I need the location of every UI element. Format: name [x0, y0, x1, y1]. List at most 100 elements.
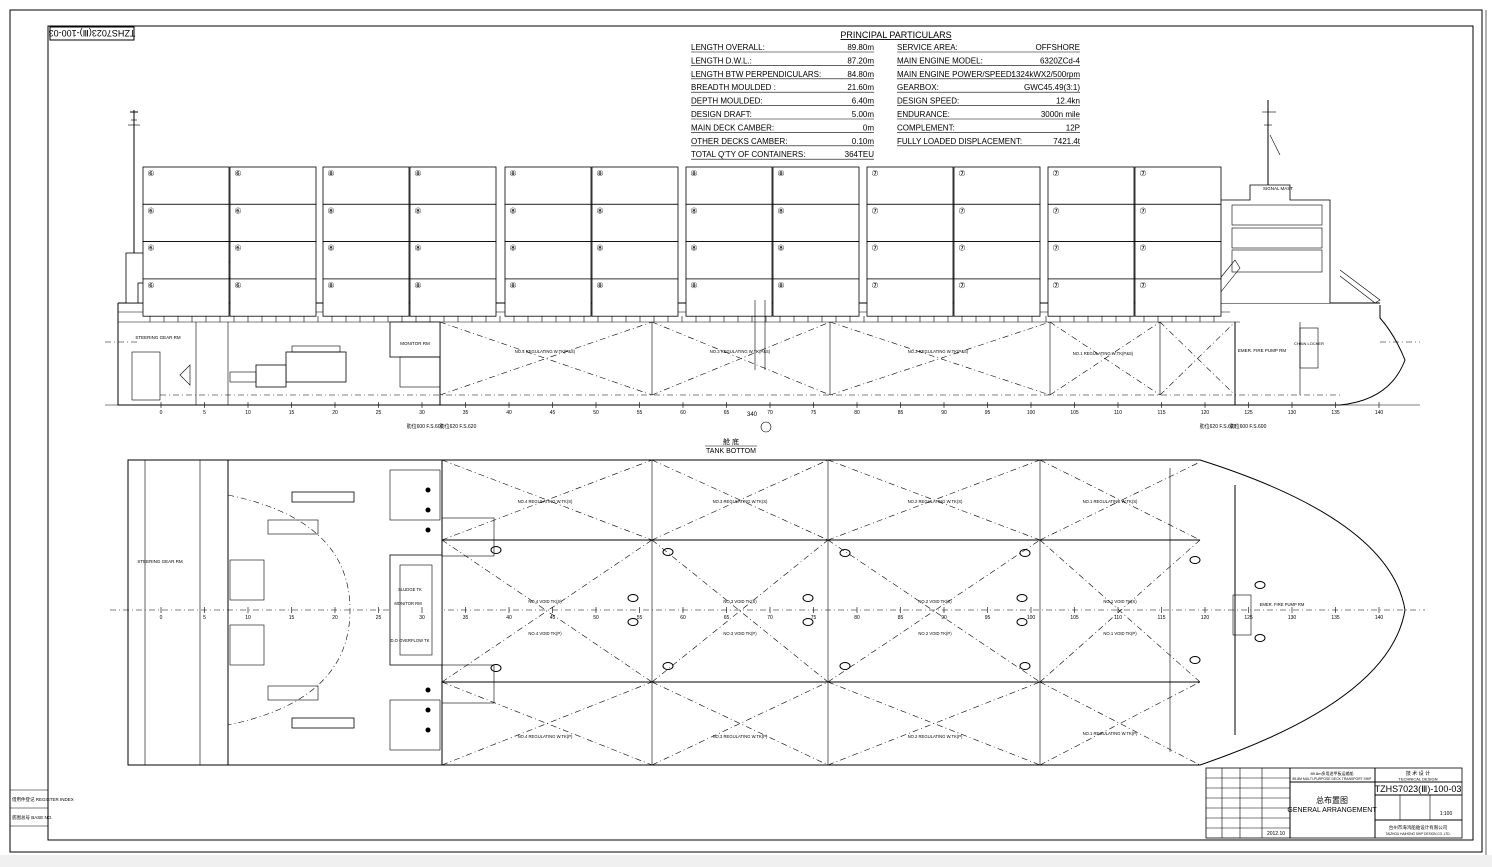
profile-chain-locker-label: CHAIN LOCKER	[1294, 341, 1324, 346]
particular-label: MAIN DECK CAMBER:	[691, 123, 774, 132]
svg-text:SIGNAL MAST: SIGNAL MAST	[1263, 186, 1293, 191]
container-tier-mark: ⑦	[871, 169, 878, 178]
container-bay	[685, 203, 773, 243]
manhole	[802, 618, 814, 626]
bulkhead-note-aft-1: 肋位600 F.S.600	[407, 423, 444, 430]
frame-number: 5	[203, 410, 206, 416]
container-tier-mark: ⑧	[777, 169, 784, 178]
manhole	[1016, 594, 1028, 602]
particular-label: COMPLEMENT:	[897, 123, 955, 132]
container-tier-mark: ⑥	[234, 206, 241, 215]
container-bay	[229, 278, 317, 317]
frame-number: 135	[1331, 615, 1340, 621]
container-tier-mark: ⑧	[509, 206, 516, 215]
container-tier-mark: ⑦	[958, 169, 965, 178]
tb-stage-cn: 技 术 设 计	[1406, 770, 1430, 777]
manhole	[490, 546, 502, 554]
container-bay	[409, 203, 497, 243]
frame-number: 95	[985, 410, 991, 416]
tb-company-en: TAIZHOU HAIHONG SHIP DESIGN CO.,LTD.	[1386, 832, 1451, 836]
frame-number: 55	[637, 615, 643, 621]
particular-value: 89.80m	[847, 43, 874, 52]
container-bay	[772, 241, 860, 280]
particular-value: GWC45.49(3:1)	[1024, 83, 1080, 92]
frame-number: 90	[941, 410, 947, 416]
particular-value: 0m	[863, 123, 874, 132]
particular-label: LENGTH OVERALL:	[691, 43, 765, 52]
container-tier-mark: ⑧	[509, 244, 516, 253]
container-bay	[229, 203, 317, 243]
container-stacks: ⑥⑥⑥⑥⑥⑥⑥⑥⑧⑧⑧⑧⑧⑧⑧⑧⑧⑧⑧⑧⑧⑧⑧⑧⑧⑧⑧⑧⑧⑧⑧⑧⑦⑦⑦⑦⑦⑦⑦⑦…	[142, 166, 1222, 322]
container-tier-mark: ⑥	[234, 281, 241, 290]
main-engine-starboard	[285, 351, 347, 383]
frame-number: 100	[1027, 410, 1036, 416]
plan-reg4p: NO.4 REGULATING W.TK(P)	[518, 734, 573, 739]
frame-number: 130	[1288, 615, 1297, 621]
container-tier-mark: ⑧	[690, 281, 697, 290]
frame-number: 95	[985, 615, 991, 621]
container-tier-mark: ⑦	[958, 281, 965, 290]
container-bay	[772, 278, 860, 317]
bulkhead-note-fwd-2: 肋位600 F.S.600	[1230, 423, 1267, 430]
manhole	[662, 548, 674, 556]
container-bay	[142, 241, 230, 280]
particular-value: 6.40m	[852, 97, 875, 106]
container-tier-mark: ⑧	[777, 281, 784, 290]
tank-bottom-title-cn: 舱 底	[723, 437, 739, 446]
tb-title-en: GENERAL ARRANGEMENT	[1287, 807, 1377, 814]
manhole	[490, 664, 502, 672]
margin-notes: 借用件登记 REGISTER INDEX 底图总号 BASE NO.	[10, 789, 74, 827]
particular-value: 21.60m	[847, 83, 874, 92]
frame-number: 35	[463, 410, 469, 416]
margin-note-base: 底图总号 BASE NO.	[12, 814, 53, 821]
container-bay	[1047, 241, 1135, 280]
manhole	[1254, 581, 1266, 589]
container-tier-mark: ⑧	[690, 206, 697, 215]
particular-value: 1324kWX2/500rpm	[1012, 70, 1081, 79]
frame-number: 105	[1070, 410, 1079, 416]
particular-label: SERVICE AREA:	[897, 43, 958, 52]
particular-label: OTHER DECKS CAMBER:	[691, 137, 787, 146]
manhole	[627, 618, 639, 626]
manhole	[662, 662, 674, 670]
profile-fire-pump-label: EMER. FIRE PUMP RM	[1238, 348, 1286, 353]
plan-monitor-label: MONITOR RM	[394, 601, 422, 606]
container-bay	[591, 278, 679, 317]
container-tier-mark: ⑦	[871, 244, 878, 253]
below-deck-structure	[131, 300, 1319, 405]
frame-number: 20	[332, 615, 338, 621]
container-tier-mark: ⑧	[414, 244, 421, 253]
section-mark	[760, 421, 772, 433]
plan-reg2s: NO.2 REGULATING W.TK(S)	[908, 499, 963, 504]
container-bay	[866, 278, 954, 317]
particular-value: 6320ZCd-4	[1040, 56, 1081, 65]
frame-number: 0	[160, 410, 163, 416]
frame-number: 60	[680, 615, 686, 621]
plan-hull-outline	[127, 459, 1406, 766]
container-bay	[591, 241, 679, 280]
particular-label: DESIGN SPEED:	[897, 97, 959, 106]
frame-number: 115	[1158, 410, 1166, 416]
container-bay	[504, 241, 592, 280]
manhole	[627, 594, 639, 602]
container-bay	[685, 278, 773, 317]
plan-overflow-label: D.O OVERFLOW TK	[390, 638, 429, 643]
bulkhead-note-fwd-1: 肋位620 F.S.620	[1200, 423, 1237, 430]
profile-monitor-label: MONITOR RM	[400, 341, 430, 346]
frame-number: 65	[724, 615, 730, 621]
drawing-number-stamp-box	[49, 26, 135, 41]
bulkhead-note-aft-2: 肋位620 F.S.620	[440, 423, 477, 430]
frame-number: 120	[1201, 615, 1210, 621]
plan-fire-pump-label: EMER. FIRE PUMP RM	[1260, 602, 1305, 607]
container-tier-mark: ⑥	[147, 169, 154, 178]
container-bay	[409, 241, 497, 280]
frame-number: 50	[593, 410, 599, 416]
container-bay	[591, 166, 679, 205]
tb-date: 2012.10	[1267, 831, 1285, 837]
container-tier-mark: ⑧	[690, 244, 697, 253]
container-bay	[866, 166, 954, 205]
